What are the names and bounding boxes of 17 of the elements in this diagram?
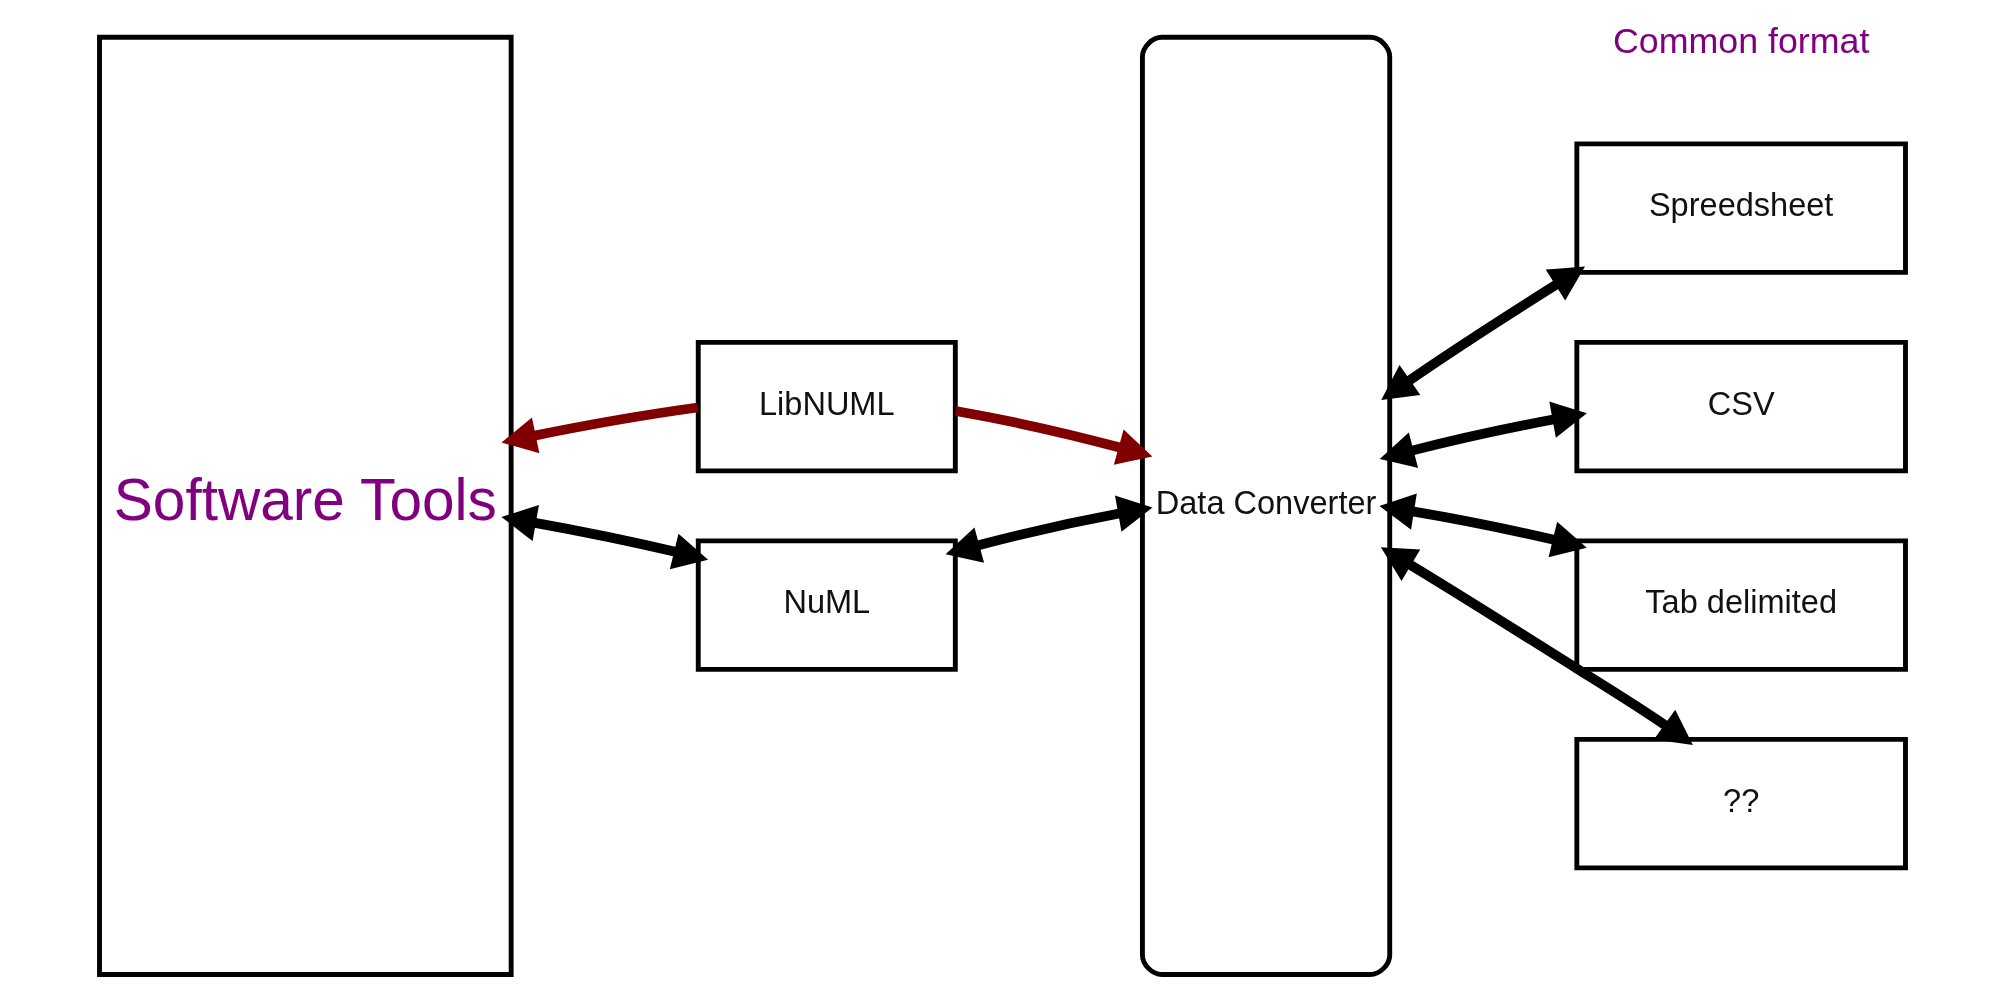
arrow bbox=[1379, 493, 1587, 558]
node-box: LibNUML bbox=[695, 339, 958, 474]
arrow bbox=[1380, 547, 1693, 746]
label: Common format bbox=[1612, 20, 1870, 61]
node-box: Tab delimited bbox=[1574, 538, 1908, 672]
arrow bbox=[501, 402, 699, 454]
arrow bbox=[1379, 401, 1587, 468]
node-box: ?? bbox=[1574, 736, 1908, 871]
node-box: Software Tools bbox=[97, 34, 514, 977]
node-box: Data Converter bbox=[1140, 34, 1393, 977]
arrow bbox=[954, 406, 1153, 465]
node-box: Spreedsheet bbox=[1574, 141, 1908, 275]
node-box: CSV bbox=[1574, 339, 1908, 474]
arrow bbox=[1381, 266, 1585, 400]
node-box: NuML bbox=[695, 538, 958, 672]
arrow bbox=[945, 495, 1153, 563]
arrow bbox=[501, 504, 709, 570]
